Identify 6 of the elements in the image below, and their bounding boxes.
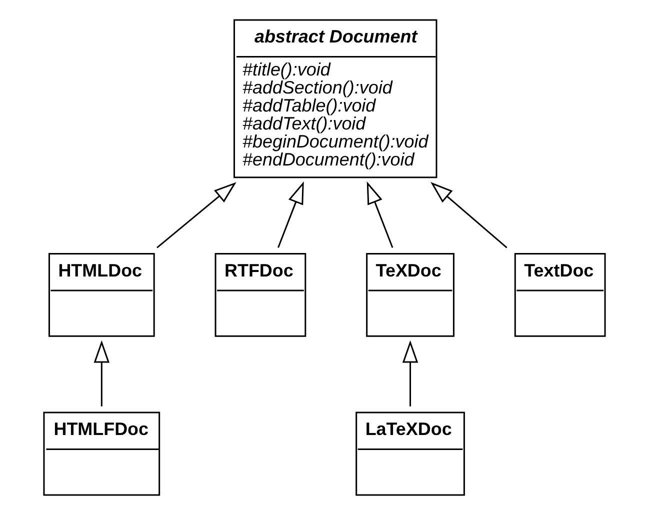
arrow xyxy=(94,340,110,406)
arrow xyxy=(278,181,304,248)
arrow xyxy=(402,340,418,406)
arrow xyxy=(156,182,236,248)
arrow xyxy=(366,181,394,248)
arrow xyxy=(430,182,508,248)
